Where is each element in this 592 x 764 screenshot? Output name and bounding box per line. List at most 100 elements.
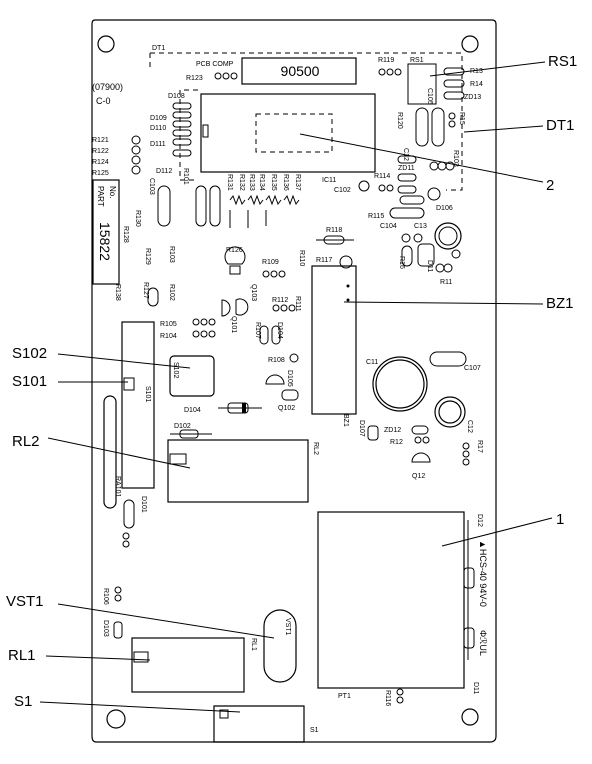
bz1-group: BZ1 bbox=[311, 265, 357, 427]
mounting-hole-bottom-left bbox=[106, 709, 126, 729]
callout-rl1: RL1 bbox=[8, 647, 36, 664]
r122-label: R122 bbox=[92, 148, 109, 155]
d11-small-label: D11 bbox=[426, 260, 433, 272]
mounting-hole-bottom-right bbox=[461, 708, 479, 726]
callout-s101: S101 bbox=[12, 373, 47, 390]
r112-label: R112 bbox=[272, 297, 288, 304]
r116-label: R116 bbox=[384, 690, 391, 706]
bottom-left-group: R106 D103 RL1 VST1 S1 bbox=[102, 586, 319, 743]
r135-label: R135 bbox=[270, 174, 277, 191]
pt1-transformer bbox=[317, 511, 465, 689]
ic11-label: IC11 bbox=[322, 177, 336, 184]
r130-label: R130 bbox=[134, 210, 141, 227]
c105-label: C105 bbox=[426, 88, 433, 105]
r119-label: R119 bbox=[378, 57, 394, 64]
q102-label: Q102 bbox=[278, 405, 295, 412]
r136-label: R136 bbox=[282, 174, 289, 191]
r138-label: R138 bbox=[114, 284, 121, 301]
cert-mark: ▲HCS-40 94V-0 bbox=[478, 540, 488, 607]
rl2-relay bbox=[167, 439, 309, 503]
callout-2: 2 bbox=[546, 177, 554, 194]
c13-label: C13 bbox=[414, 223, 427, 230]
vst1-silk-label: VST1 bbox=[284, 618, 291, 636]
cert-ul: ΦℛUL bbox=[478, 630, 488, 656]
q103-label: Q103 bbox=[250, 284, 257, 301]
r15-label: R15 bbox=[458, 112, 465, 125]
cap-group: C11 C107 C12 D107 ZD12 R12 Q12 R17 bbox=[358, 351, 483, 480]
q12-label: Q12 bbox=[412, 473, 425, 480]
mounting-hole-top-left bbox=[97, 35, 115, 53]
callout-dt1: DT1 bbox=[546, 117, 574, 134]
d108-label: D108 bbox=[168, 93, 185, 100]
ic11-chip-outline bbox=[200, 93, 376, 173]
ic11-group: IC11 C102 R114 ZD11 C12 D106 R115 C104 C… bbox=[322, 148, 462, 259]
c12-capacitor bbox=[434, 396, 466, 428]
r129-label: R129 bbox=[144, 248, 151, 265]
r110-label: R110 bbox=[298, 250, 305, 266]
ra101-label: RA101 bbox=[114, 476, 121, 498]
diode-stack: D108 D109 D110 D111 D112 R121 R122 R124 … bbox=[92, 93, 192, 177]
r13-label: R13 bbox=[470, 68, 483, 75]
part-number: 15822 bbox=[97, 222, 113, 261]
resistor-row: C103 R101 R131 R132 R133 R134 R135 R136 … bbox=[122, 168, 301, 265]
r103-label: R103 bbox=[452, 150, 459, 167]
rl1-silk-label: RL1 bbox=[250, 638, 257, 651]
r108-label: R108 bbox=[268, 357, 285, 364]
callouts: RS1 DT1 2 BZ1 S102 S101 RL2 1 VST1 RL1 S… bbox=[6, 53, 577, 713]
r137-label: R137 bbox=[294, 174, 301, 191]
r117-label: R117 bbox=[316, 257, 332, 264]
callout-rl2: RL2 bbox=[12, 433, 40, 450]
r120-label: R120 bbox=[396, 112, 403, 129]
r12-label: R12 bbox=[390, 439, 403, 446]
rs1-relay-outline bbox=[407, 63, 437, 105]
part-number-box: PART No. 15822 bbox=[92, 179, 120, 285]
rl2-group: D102 RL2 RA101 D101 bbox=[114, 423, 319, 548]
revision-code: C-0 bbox=[96, 96, 111, 106]
callout-s102: S102 bbox=[12, 345, 47, 362]
zd13-label: ZD13 bbox=[464, 94, 481, 101]
c11-label: C11 bbox=[366, 359, 378, 366]
ic-region bbox=[179, 89, 376, 181]
bz1-buzzer bbox=[311, 265, 357, 415]
d11-label: D11 bbox=[472, 682, 479, 694]
r111-label: R111 bbox=[294, 296, 301, 312]
r125-label: R125 bbox=[92, 170, 109, 177]
q101-label: Q101 bbox=[230, 316, 237, 333]
r104-label: R104 bbox=[160, 333, 177, 340]
callout-s1: S1 bbox=[14, 693, 32, 710]
d105-label: D105 bbox=[286, 370, 293, 387]
d101-label: D101 bbox=[140, 496, 147, 513]
callout-rs1: RS1 bbox=[548, 53, 577, 70]
r114-label: R114 bbox=[374, 173, 390, 180]
r133-label: R133 bbox=[248, 174, 255, 191]
d103-label: D103 bbox=[102, 620, 109, 637]
c103-label: C103 bbox=[148, 178, 155, 195]
display-code: 90500 bbox=[281, 63, 320, 79]
r103-left-label: R103 bbox=[168, 246, 175, 263]
rl1-relay bbox=[131, 637, 245, 693]
bz1-silk-label: BZ1 bbox=[342, 414, 349, 427]
r16-label: R16 bbox=[398, 256, 405, 269]
d102-label: D102 bbox=[174, 423, 191, 430]
rl2-silk-label: RL2 bbox=[312, 442, 319, 455]
s101-switch bbox=[121, 321, 155, 489]
mounting-hole-top-right bbox=[461, 35, 479, 53]
d107-label: D107 bbox=[358, 420, 365, 437]
part-no-label: No. bbox=[108, 186, 117, 198]
c11-capacitor bbox=[372, 356, 428, 412]
pcb-board bbox=[91, 19, 497, 743]
c13-capacitor bbox=[434, 222, 462, 250]
r109-label: R109 bbox=[262, 259, 279, 266]
r118-group: R118 R16 D11 R11 bbox=[316, 227, 453, 286]
r126-label: R126 bbox=[226, 247, 243, 254]
callout-vst1: VST1 bbox=[6, 593, 44, 610]
s1-silk-label: S1 bbox=[310, 727, 319, 734]
d111-label: D111 bbox=[150, 141, 166, 148]
r124-label: R124 bbox=[92, 159, 109, 166]
switch-group: S101 S102 D104 bbox=[103, 321, 262, 509]
r115-label: R115 bbox=[368, 213, 384, 220]
callout-bz1: BZ1 bbox=[546, 295, 574, 312]
c107-label: C107 bbox=[464, 365, 481, 372]
part-label: PART bbox=[96, 186, 105, 207]
